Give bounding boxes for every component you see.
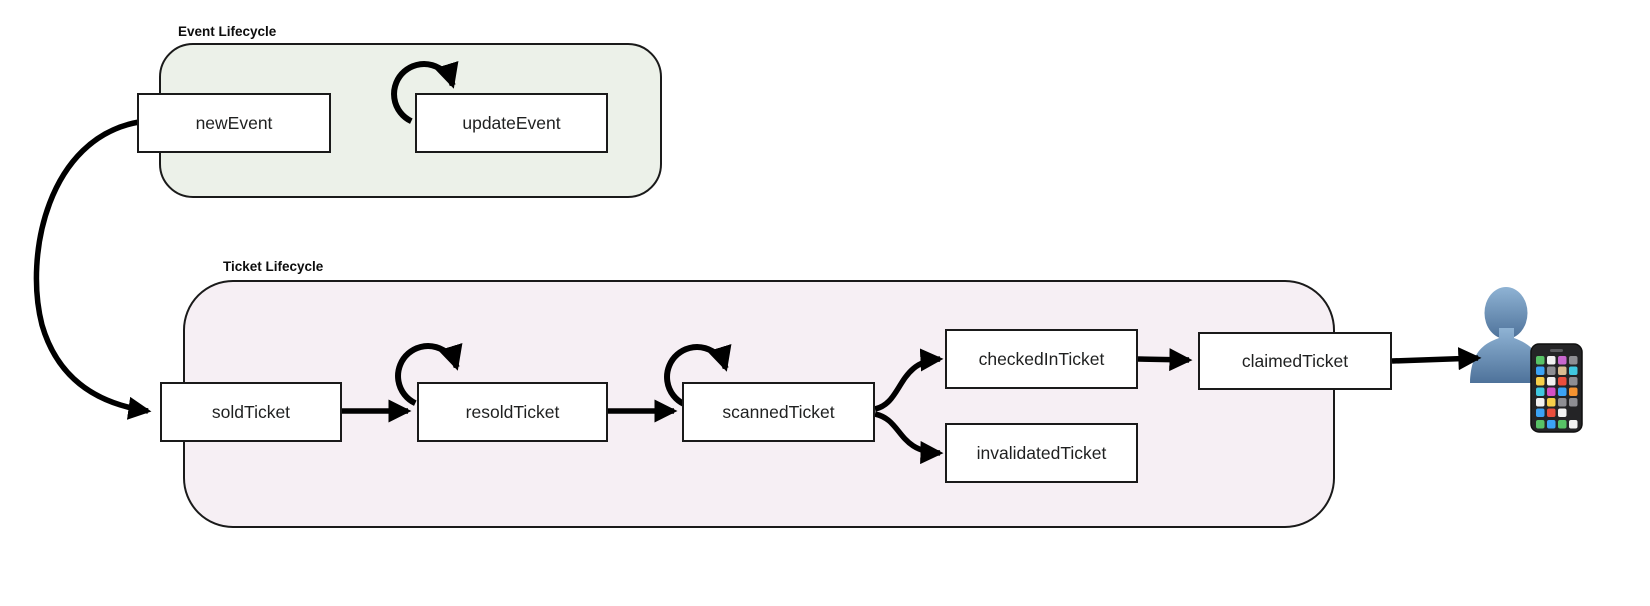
node-scannedTicket: scannedTicket (682, 382, 875, 442)
smartphone-icon (1530, 343, 1583, 433)
node-invalidatedTicket: invalidatedTicket (945, 423, 1138, 483)
group-label-event-lifecycle: Event Lifecycle (178, 24, 277, 39)
node-updateEvent: updateEvent (415, 93, 608, 153)
node-checkedInTicket: checkedInTicket (945, 329, 1138, 389)
node-resoldTicket: resoldTicket (417, 382, 608, 442)
edge-claimedTicket-person (1391, 347, 1482, 371)
edge-newEvent-soldTicket (33, 119, 152, 420)
node-newEvent: newEvent (137, 93, 331, 153)
node-soldTicket: soldTicket (160, 382, 342, 442)
person-icon (1470, 287, 1543, 383)
node-claimedTicket: claimedTicket (1198, 332, 1392, 390)
group-label-ticket-lifecycle: Ticket Lifecycle (223, 259, 324, 274)
